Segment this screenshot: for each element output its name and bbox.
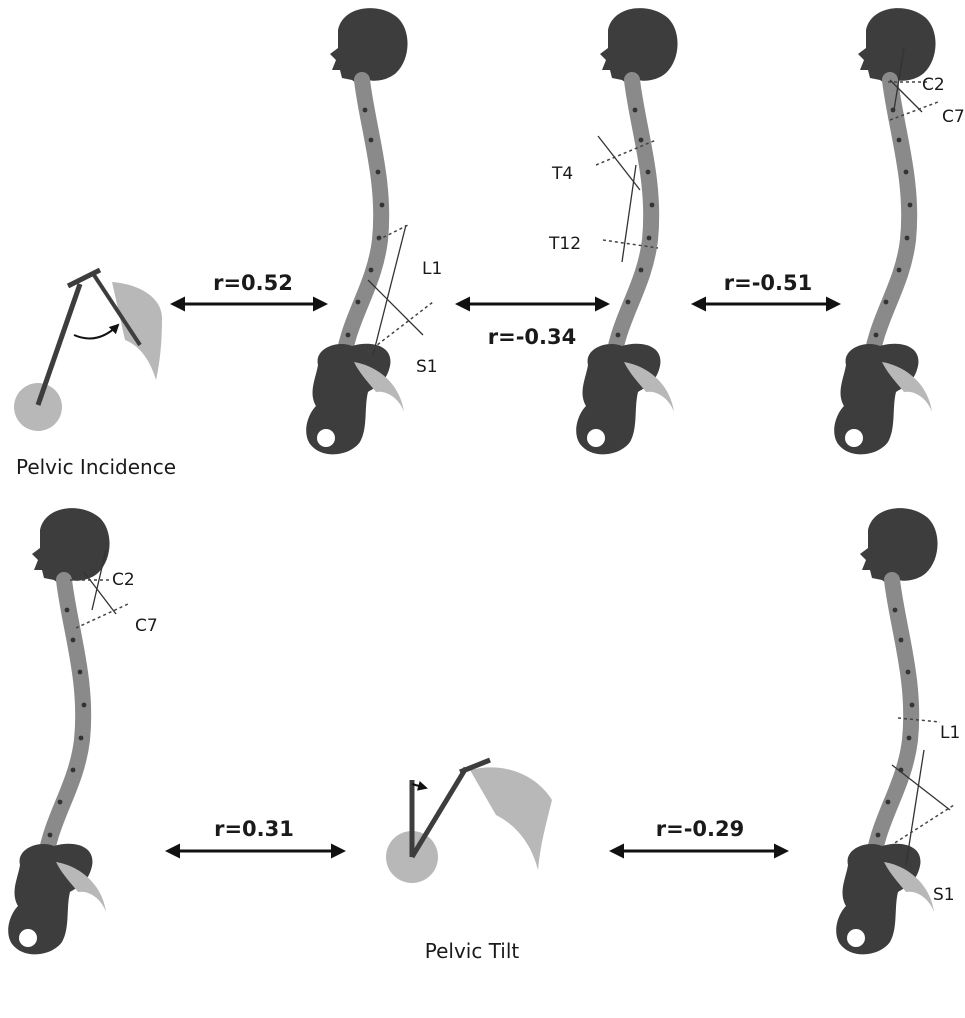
- label-s1-bottom: S1: [933, 885, 955, 905]
- r-lordosis-kyphosis: r=-0.34: [488, 325, 576, 349]
- label-t12: T12: [548, 234, 581, 254]
- label-l1-bottom: L1: [940, 723, 960, 743]
- skeleton-kyphosis: [576, 8, 677, 454]
- pelvic-incidence-icon: [14, 270, 162, 431]
- skeleton-cervical-bottom: [8, 508, 128, 954]
- label-s1-top: S1: [416, 357, 438, 377]
- label-c7-top: C7: [942, 107, 965, 127]
- label-c7-bottom: C7: [135, 616, 158, 636]
- label-t4: T4: [551, 164, 573, 184]
- r-cervical-pt: r=0.31: [214, 817, 294, 841]
- pelvic-tilt-caption: Pelvic Tilt: [425, 939, 520, 963]
- r-kyphosis-cervical: r=-0.51: [724, 271, 812, 295]
- label-l1-top: L1: [422, 259, 442, 279]
- r-pi-lordosis: r=0.52: [213, 271, 293, 295]
- label-c2-bottom: C2: [112, 570, 135, 590]
- pelvic-tilt-icon: [386, 760, 552, 883]
- r-pt-lordosis: r=-0.29: [656, 817, 744, 841]
- skeleton-lordosis-top: [306, 8, 433, 454]
- pelvic-incidence-caption: Pelvic Incidence: [16, 455, 176, 479]
- label-c2-top: C2: [922, 75, 945, 95]
